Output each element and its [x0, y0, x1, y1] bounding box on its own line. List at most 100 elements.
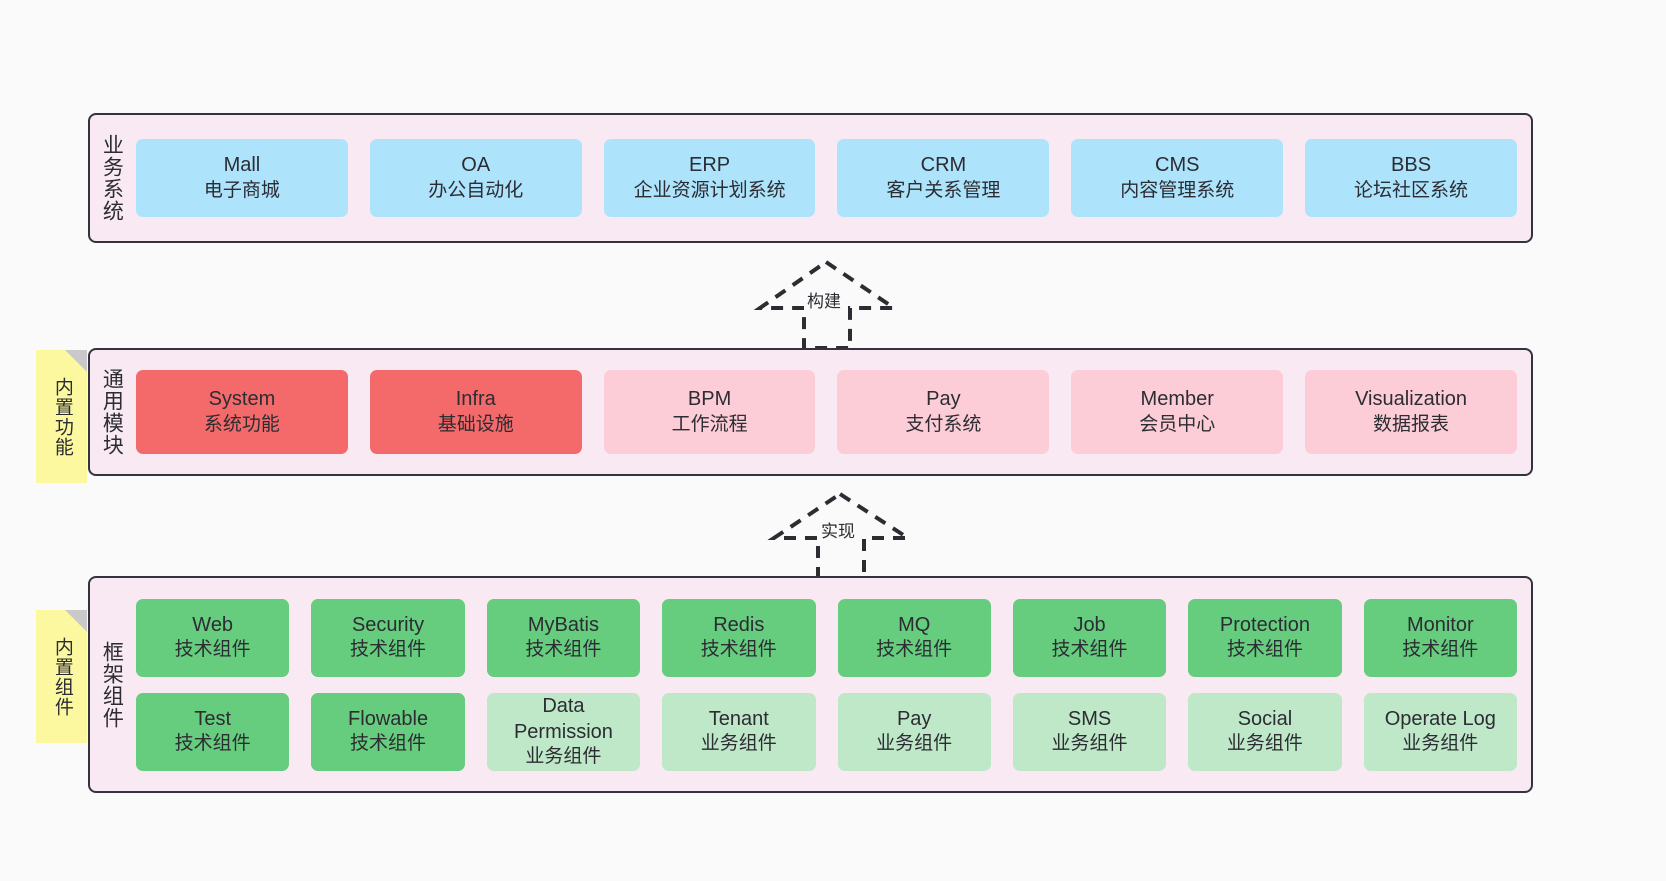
card-subtitle: 技术组件: [350, 733, 427, 755]
card-subtitle: 数据报表: [1373, 413, 1450, 435]
card-title: Infra: [455, 388, 496, 411]
card-crm[interactable]: CRM 客户关系管理: [837, 139, 1050, 217]
card-infra[interactable]: Infra 基础设施: [369, 370, 582, 454]
connector-build: 构建: [753, 258, 901, 350]
card-title: Member: [1140, 388, 1214, 411]
card-flowable[interactable]: Flowable 技术组件: [311, 692, 465, 771]
card-title: SMS: [1067, 707, 1112, 730]
card-title: Test: [194, 707, 232, 730]
card-subtitle: 支付系统: [905, 413, 982, 435]
card-oa[interactable]: OA 办公自动化: [369, 139, 582, 217]
card-title: System: [208, 388, 276, 411]
card-protection[interactable]: Protection 技术组件: [1188, 598, 1342, 677]
card-title: MQ: [898, 613, 931, 636]
sticky-label: 内置功能: [51, 376, 73, 457]
card-tenant[interactable]: Tenant 业务组件: [662, 692, 816, 771]
card-title: Flowable: [348, 707, 429, 730]
card-title: Redis: [713, 613, 765, 636]
card-title: BPM: [687, 388, 732, 411]
card-sms[interactable]: SMS 业务组件: [1012, 692, 1167, 771]
layer-body-business: Mall 电子商城 OA 办公自动化 ERP 企业资源计划系统 CRM 客户关系…: [132, 115, 1531, 241]
card-row-framework-tech: Web 技术组件 Security 技术组件 MyBatis 技术组件 Redi…: [136, 598, 1517, 677]
connector-implement: 实现: [767, 490, 915, 580]
card-subtitle: 技术组件: [174, 733, 251, 755]
card-mybatis[interactable]: MyBatis 技术组件: [486, 598, 641, 677]
card-cms[interactable]: CMS 内容管理系统: [1071, 139, 1284, 217]
layer-business-system: 业务系统 Mall 电子商城 OA 办公自动化 ERP 企业资源计划系统 CRM…: [88, 113, 1533, 243]
sticky-fold-corner-icon: [65, 610, 87, 632]
card-system[interactable]: System 系统功能: [136, 370, 348, 454]
card-title: Pay: [896, 707, 932, 730]
card-subtitle: 业务组件: [1051, 733, 1128, 755]
layer-body-modules: System 系统功能 Infra 基础设施 BPM 工作流程 Pay 支付系统…: [132, 350, 1531, 474]
card-social[interactable]: Social 业务组件: [1188, 692, 1342, 771]
card-title: Operate Log: [1384, 707, 1496, 730]
card-subtitle: 基础设施: [437, 413, 514, 435]
card-mall[interactable]: Mall 电子商城: [136, 139, 348, 217]
card-title: Monitor: [1406, 613, 1474, 636]
layer-framework-components: 框架组件 Web 技术组件 Security 技术组件 MyBatis 技术组件…: [88, 576, 1533, 793]
card-title: BBS: [1391, 154, 1432, 177]
card-operate-log[interactable]: Operate Log 业务组件: [1363, 692, 1517, 771]
card-subtitle: 工作流程: [671, 413, 748, 435]
card-title: Mall: [223, 154, 261, 177]
card-pay-component[interactable]: Pay 业务组件: [837, 692, 991, 771]
sticky-fold-corner-icon: [65, 350, 87, 372]
card-row-framework-business: Test 技术组件 Flowable 技术组件 Data Permission …: [136, 692, 1517, 771]
card-web[interactable]: Web 技术组件: [136, 598, 290, 677]
card-subtitle: 技术组件: [876, 639, 953, 661]
card-subtitle: 会员中心: [1139, 413, 1216, 435]
implement-arrow-icon: [767, 491, 915, 580]
card-subtitle: 业务组件: [1402, 733, 1479, 755]
card-job[interactable]: Job 技术组件: [1012, 598, 1167, 677]
card-pay-module[interactable]: Pay 支付系统: [837, 370, 1050, 454]
card-row-modules: System 系统功能 Infra 基础设施 BPM 工作流程 Pay 支付系统…: [136, 370, 1517, 454]
card-subtitle: 论坛社区系统: [1354, 179, 1469, 201]
sticky-label: 内置组件: [51, 636, 73, 717]
card-title: OA: [461, 154, 491, 177]
card-monitor[interactable]: Monitor 技术组件: [1363, 598, 1517, 677]
card-subtitle: 业务组件: [876, 733, 953, 755]
card-erp[interactable]: ERP 企业资源计划系统: [603, 139, 816, 217]
card-bbs[interactable]: BBS 论坛社区系统: [1305, 139, 1517, 217]
card-title: Web: [192, 613, 234, 636]
card-title: CRM: [920, 154, 967, 177]
card-bpm[interactable]: BPM 工作流程: [603, 370, 816, 454]
card-subtitle: 技术组件: [1402, 639, 1479, 661]
card-title: MyBatis: [527, 613, 599, 636]
layer-title-framework: 框架组件: [100, 640, 124, 729]
card-subtitle: 客户关系管理: [886, 179, 1001, 201]
card-title: Data Permission: [513, 695, 613, 743]
card-security[interactable]: Security 技术组件: [311, 598, 465, 677]
card-member[interactable]: Member 会员中心: [1071, 370, 1284, 454]
card-data-permission[interactable]: Data Permission 业务组件: [486, 692, 641, 771]
card-subtitle: 技术组件: [700, 639, 777, 661]
card-visualization[interactable]: Visualization 数据报表: [1305, 370, 1517, 454]
card-subtitle: 业务组件: [700, 733, 777, 755]
card-title: Tenant: [708, 707, 769, 730]
card-subtitle: 办公自动化: [428, 179, 524, 201]
connector-label-build: 构建: [804, 292, 844, 311]
card-subtitle: 技术组件: [525, 639, 602, 661]
card-subtitle: 电子商城: [203, 179, 280, 201]
card-subtitle: 企业资源计划系统: [633, 179, 786, 201]
sticky-note-builtin-component: 内置组件: [36, 610, 87, 743]
card-mq[interactable]: MQ 技术组件: [837, 598, 991, 677]
card-subtitle: 技术组件: [350, 639, 427, 661]
card-title: Pay: [926, 388, 961, 411]
layer-title-business: 业务系统: [100, 134, 124, 222]
card-subtitle: 技术组件: [1226, 639, 1303, 661]
card-title: CMS: [1155, 154, 1200, 177]
card-title: Job: [1073, 613, 1106, 636]
card-title: Protection: [1219, 613, 1310, 636]
sticky-note-builtin-function: 内置功能: [36, 350, 87, 483]
connector-label-implement: 实现: [818, 522, 858, 541]
card-title: Social: [1237, 707, 1293, 730]
card-redis[interactable]: Redis 技术组件: [662, 598, 816, 677]
card-row-business: Mall 电子商城 OA 办公自动化 ERP 企业资源计划系统 CRM 客户关系…: [136, 139, 1517, 217]
layer-common-modules: 通用模块 System 系统功能 Infra 基础设施 BPM 工作流程 Pay…: [88, 348, 1533, 476]
card-test[interactable]: Test 技术组件: [136, 692, 290, 771]
card-subtitle: 系统功能: [203, 413, 280, 435]
card-subtitle: 内容管理系统: [1120, 179, 1235, 201]
